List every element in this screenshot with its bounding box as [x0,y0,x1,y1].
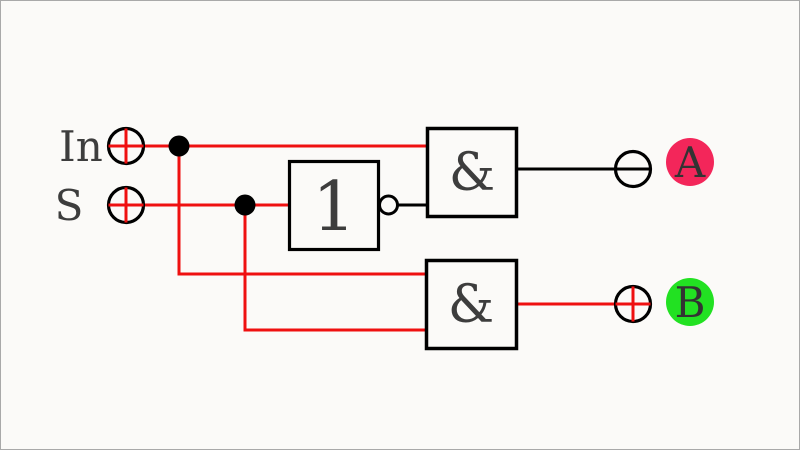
gate-and2-label: & [448,275,494,335]
plus-icon [108,128,144,164]
input-in-label: In [59,122,103,171]
output-a-circle[interactable] [613,149,653,189]
gate-not-label: 1 [312,168,355,247]
wire-in-branch-to-and2 [177,146,426,276]
output-b-label: B [675,278,706,327]
output-b-badge-circle [666,278,714,326]
plus-icon [615,286,651,322]
gate-and1-box[interactable] [425,126,519,219]
wires-low [397,167,616,207]
junction-dot-in [168,135,190,157]
plus-icon [108,187,144,223]
output-a-label: A [674,138,706,187]
input-in-connector[interactable] [106,126,146,166]
gate-and1-label: & [449,143,495,203]
gate-and2-box[interactable] [424,258,519,351]
not-bubble-icon [378,194,399,216]
output-b-badge: B [666,278,714,327]
wires-high [144,144,616,332]
input-s-connector[interactable] [106,185,146,225]
gate-and2[interactable]: & [424,258,519,351]
output-a-indicator[interactable] [613,149,653,189]
junction-dot-s [234,194,256,216]
wire-s-branch-to-and2 [243,205,426,332]
output-a-badge: A [666,138,714,187]
output-a-badge-circle [666,138,714,186]
output-b-indicator[interactable] [613,284,653,324]
gate-not[interactable]: 1 [287,159,399,252]
gate-and1[interactable]: & [425,126,519,219]
input-s-label: S [55,181,84,230]
